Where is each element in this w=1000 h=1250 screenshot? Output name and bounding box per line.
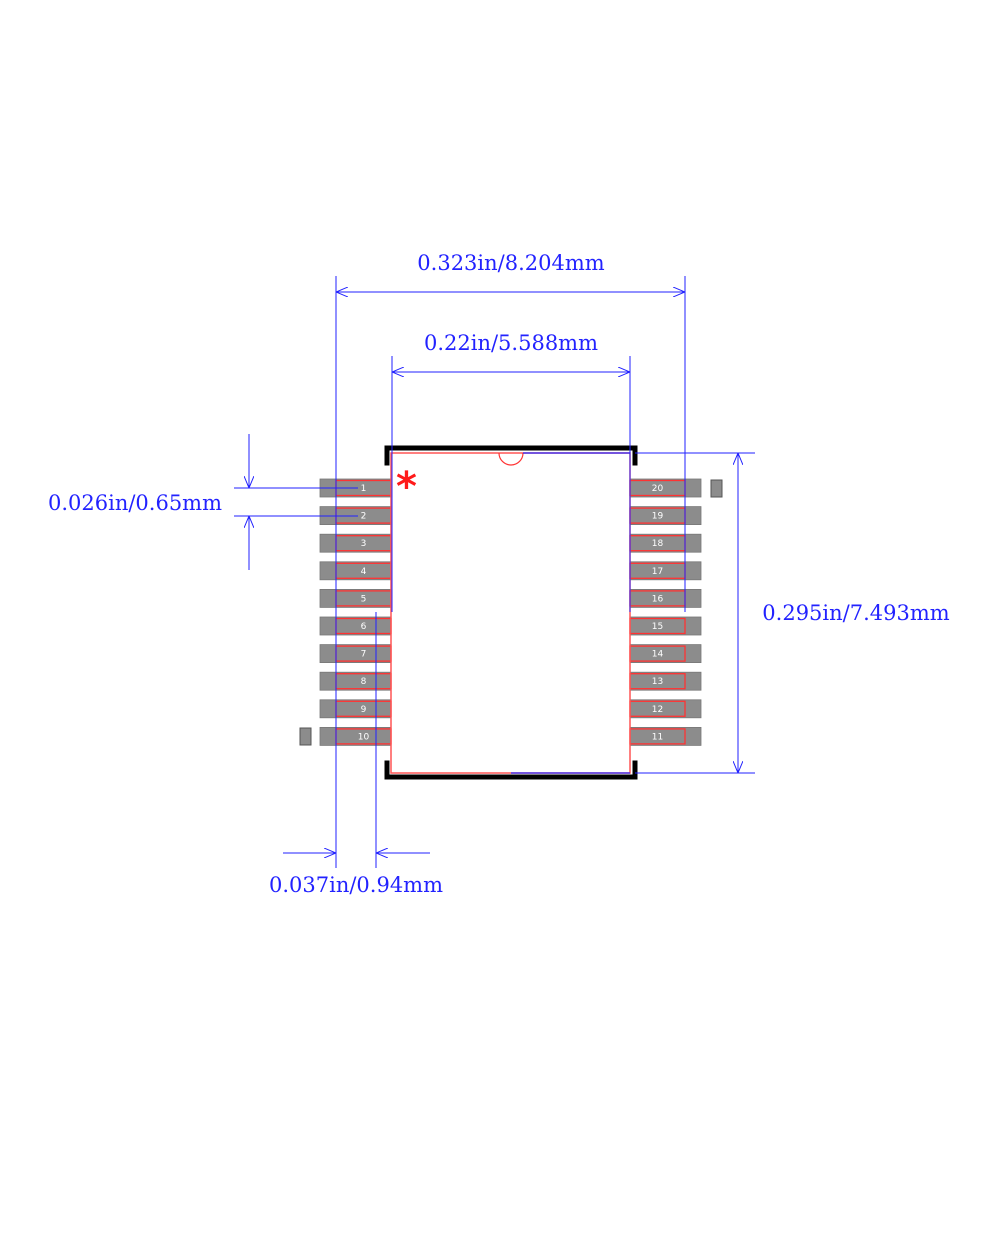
pad-body <box>319 616 392 636</box>
pad-body <box>319 589 392 608</box>
pad-body <box>629 671 702 691</box>
pin-number: 14 <box>652 650 664 660</box>
left-pads: 1 2 3 4 5 6 7 8 9 10 <box>319 478 392 746</box>
dim-pin-pitch <box>234 434 358 570</box>
pad-16: 16 <box>629 589 702 608</box>
dim-body-width <box>391 356 631 612</box>
dim-pin-pitch-label: 0.026in/0.65mm <box>48 491 222 515</box>
pad-7: 7 <box>319 644 392 663</box>
pad-body <box>629 589 702 608</box>
pin-number: 20 <box>652 484 664 494</box>
pin-number: 1 <box>361 484 367 494</box>
pad-14: 14 <box>629 644 702 663</box>
pin-number: 9 <box>361 705 367 715</box>
right-pads: 20 19 18 17 16 15 14 13 12 11 <box>629 478 702 746</box>
pad-5: 5 <box>319 589 392 608</box>
pin1-indicator-pad <box>710 479 723 498</box>
pin-number: 8 <box>361 677 367 687</box>
pin-number: 17 <box>652 567 663 577</box>
dim-pad-width <box>283 612 430 868</box>
pad-body <box>319 699 392 719</box>
pin-number: 5 <box>361 594 367 604</box>
pin-number: 18 <box>652 539 664 549</box>
body-outline <box>390 452 631 774</box>
pad-body <box>629 561 702 581</box>
pin-number: 19 <box>652 512 664 522</box>
dim-body-height <box>635 452 755 774</box>
dim-overall-width <box>335 276 686 868</box>
pad-body <box>319 727 392 746</box>
silkscreen-outline <box>384 445 638 780</box>
pin-number: 7 <box>361 650 367 660</box>
pad-body <box>629 727 702 746</box>
pad-body <box>319 561 392 581</box>
dim-pad-width-label: 0.037in/0.94mm <box>269 873 443 897</box>
pin-number: 10 <box>358 732 370 742</box>
pin-number: 6 <box>361 622 367 632</box>
pad-17: 17 <box>629 561 702 581</box>
pad-11: 11 <box>629 727 702 746</box>
pin-number: 3 <box>361 539 367 549</box>
pin-number: 12 <box>652 705 663 715</box>
dim-overall-width-label: 0.323in/8.204mm <box>417 251 604 275</box>
pad-body <box>629 478 702 498</box>
pad-body <box>629 616 702 636</box>
body-notch <box>498 452 524 466</box>
pad-body <box>629 644 702 663</box>
pin-number: 16 <box>652 594 664 604</box>
pin-number: 2 <box>361 512 367 522</box>
pad-4: 4 <box>319 561 392 581</box>
pad-13: 13 <box>629 671 702 691</box>
pad-body <box>319 533 392 553</box>
pad-12: 12 <box>629 699 702 719</box>
pad-3: 3 <box>319 533 392 553</box>
pin10-indicator-pad <box>299 727 312 746</box>
pin1-marker: * <box>396 464 417 510</box>
pad-6: 6 <box>319 616 392 636</box>
pad-body <box>629 506 702 526</box>
pad-body <box>319 644 392 663</box>
pad-19: 19 <box>629 506 702 526</box>
pad-18: 18 <box>629 533 702 553</box>
pin-number: 15 <box>652 622 663 632</box>
pad-20: 20 <box>629 478 702 498</box>
dim-body-height-label: 0.295in/7.493mm <box>762 601 949 625</box>
pad-body <box>629 699 702 719</box>
dim-body-width-label: 0.22in/5.588mm <box>424 331 598 355</box>
pad-15: 15 <box>629 616 702 636</box>
pin-number: 13 <box>652 677 663 687</box>
pin-number: 4 <box>361 567 367 577</box>
pad-9: 9 <box>319 699 392 719</box>
pad-8: 8 <box>319 671 392 691</box>
pad-body <box>629 533 702 553</box>
pad-10: 10 <box>319 727 392 746</box>
pad-body <box>319 671 392 691</box>
pin-number: 11 <box>652 732 663 742</box>
